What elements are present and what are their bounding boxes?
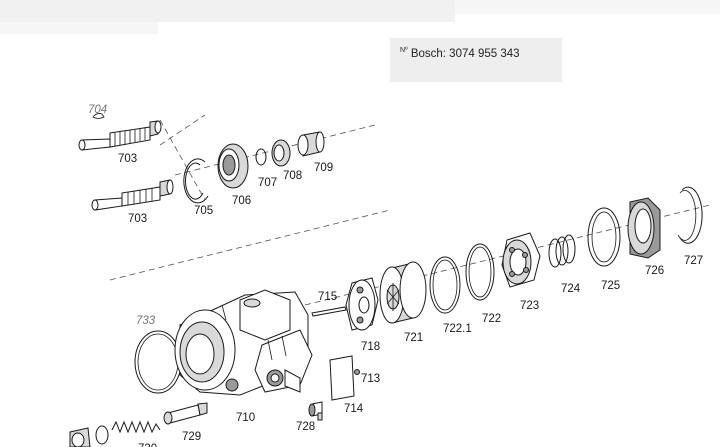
- label-725: 725: [601, 280, 620, 292]
- part-726-bearing-cap: [627, 197, 661, 259]
- part-704-key: [92, 113, 105, 119]
- label-705: 705: [194, 205, 213, 217]
- part-724-spring: [548, 234, 576, 268]
- label-704: 704: [88, 104, 107, 116]
- label-722: 722: [482, 313, 501, 325]
- part-733-o-ring: [134, 330, 182, 394]
- label-706: 706: [232, 195, 251, 207]
- axis-line-upper: [159, 114, 206, 146]
- label-703-upper: 703: [118, 153, 137, 165]
- part-721-rotor: [379, 261, 427, 324]
- part-715-pin: [311, 306, 347, 317]
- part-722-o-ring: [465, 243, 495, 301]
- label-730: 730: [138, 443, 157, 447]
- part-710-pump-housing: [174, 289, 313, 396]
- part-714-gasket-plate: [329, 355, 355, 401]
- label-728: 728: [296, 421, 315, 433]
- part-728-plug: [308, 401, 323, 421]
- part-727-snap-ring: [677, 186, 703, 244]
- top-strip-left: [0, 0, 455, 22]
- label-714: 714: [344, 403, 364, 415]
- header-strip: [0, 22, 158, 34]
- part-703-shaft-upper: [78, 120, 162, 151]
- part-725-ring: [587, 207, 621, 267]
- part-729-valve: [163, 402, 208, 425]
- label-721: 721: [404, 332, 423, 344]
- label-703-lower: 703: [128, 213, 147, 225]
- part-703-shaft-lower: [91, 179, 174, 211]
- label-724: 724: [561, 283, 581, 295]
- label-707: 707: [258, 177, 277, 189]
- part-718-end-plate: [345, 277, 379, 331]
- label-723: 723: [520, 300, 539, 312]
- label-726: 726: [645, 265, 664, 277]
- label-710: 710: [236, 412, 255, 424]
- label-709: 709: [314, 162, 333, 174]
- part-708-bushing: [271, 139, 291, 167]
- label-733: 733: [136, 315, 156, 327]
- part-707-o-ring: [255, 148, 267, 166]
- part-709-needle-bearing: [297, 131, 325, 157]
- label-708: 708: [283, 170, 302, 182]
- bosch-number-box: [390, 38, 562, 82]
- part-705-retaining-ring: [183, 158, 209, 204]
- part-706-bearing: [217, 143, 249, 189]
- axis-line-ring: [159, 119, 206, 201]
- part-713-screw: [354, 369, 360, 375]
- top-strip-right: [455, 0, 720, 14]
- label-715: 715: [318, 291, 337, 303]
- bosch-number-label: Nº Bosch: 3074 955 343: [400, 47, 520, 60]
- label-727: 727: [684, 255, 703, 267]
- label-718: 718: [361, 341, 380, 353]
- part-723-cam-ring: [501, 232, 541, 288]
- label-722-1: 722.1: [443, 323, 472, 335]
- label-713: 713: [361, 373, 380, 385]
- label-729: 729: [182, 431, 201, 443]
- axis-line-middle: [109, 209, 391, 281]
- part-730-spring: [69, 420, 161, 447]
- part-722-1-o-ring: [429, 256, 461, 314]
